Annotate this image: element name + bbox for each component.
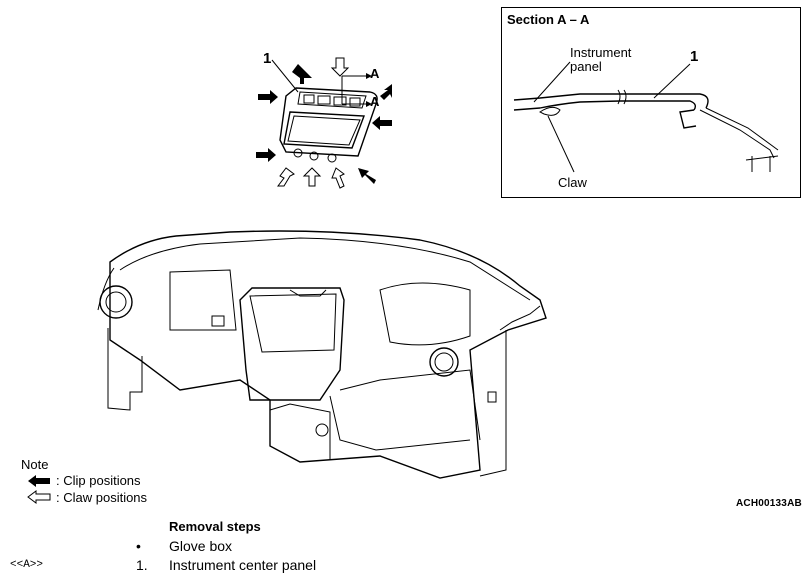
- step-text: Glove box: [169, 538, 233, 554]
- filled-arrow-icon: [28, 475, 50, 487]
- claw-label: Claw: [558, 175, 587, 190]
- claw-arrows: [277, 57, 350, 189]
- legend-clip-text: : Clip positions: [56, 473, 141, 488]
- section-cut-line: [341, 73, 372, 107]
- step-marker: •: [136, 538, 141, 554]
- legend-claw: : Claw positions: [56, 490, 147, 505]
- clip-arrow: [358, 168, 376, 184]
- section-callout-1: 1: [690, 48, 699, 65]
- section-detail-drawing: [513, 61, 779, 173]
- step-text: Instrument center panel: [169, 557, 317, 573]
- panel-callout-1: 1: [263, 50, 272, 67]
- note-title: Note: [21, 457, 49, 472]
- center-panel-drawing: [271, 59, 378, 163]
- step-tag: <<A>>: [10, 559, 44, 571]
- instrument-panel-label: Instrument panel: [570, 45, 632, 74]
- section-title: Section A – A: [507, 12, 590, 27]
- step-marker: 1.: [136, 557, 148, 573]
- removal-steps-title: Removal steps: [169, 519, 261, 534]
- section-detail-box: [501, 7, 801, 198]
- legend-clip: : Clip positions: [56, 473, 141, 488]
- clip-arrow: [372, 116, 392, 130]
- claw-arrow: [302, 167, 322, 187]
- clip-arrows: [256, 64, 392, 184]
- claw-arrow: [331, 167, 345, 189]
- clip-arrow: [258, 90, 278, 104]
- figure-code: ACH00133AB: [736, 498, 802, 509]
- legend-claw-text: : Claw positions: [56, 490, 148, 505]
- hollow-arrow-icon: [27, 490, 51, 504]
- claw-arrow: [277, 167, 295, 187]
- clip-arrow: [380, 84, 392, 100]
- section-mark-bottom: A: [370, 94, 380, 109]
- clip-arrow: [256, 148, 276, 162]
- dashboard-drawing: [97, 230, 547, 479]
- section-mark-top: A: [370, 66, 380, 81]
- clip-arrow: [292, 64, 312, 84]
- claw-arrow: [330, 57, 350, 77]
